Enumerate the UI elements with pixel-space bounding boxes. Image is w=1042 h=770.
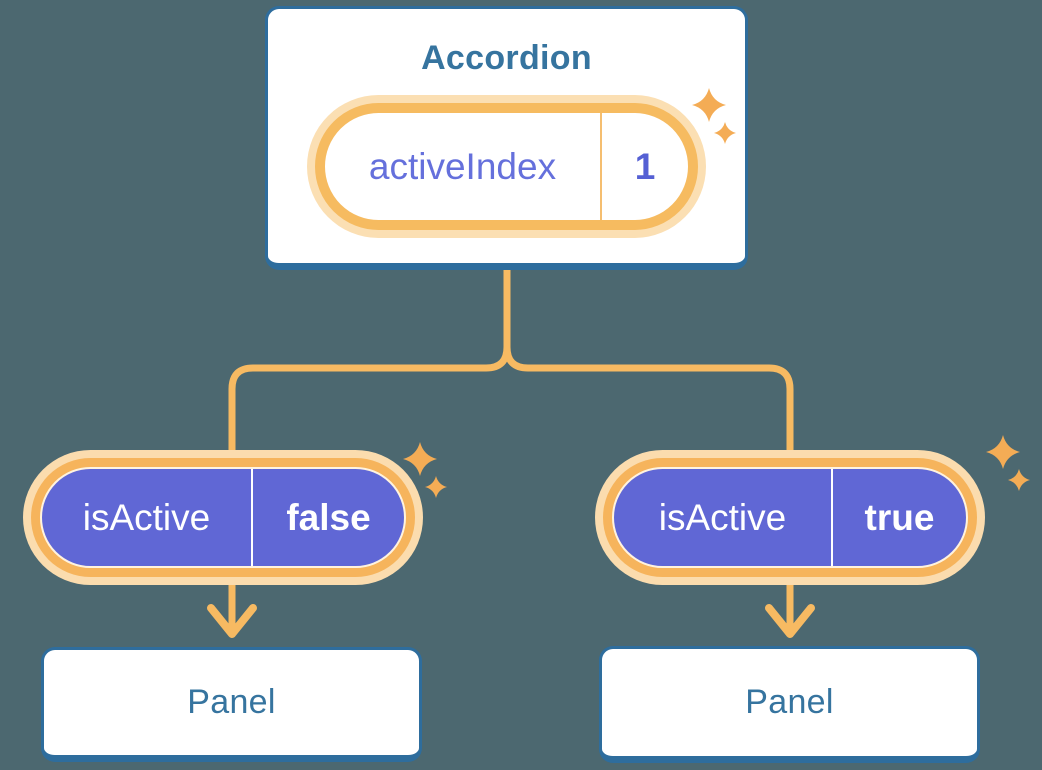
state-pill-label: activeIndex	[368, 145, 557, 187]
component-title: Accordion	[421, 39, 592, 77]
panel-title: Panel	[187, 683, 276, 721]
pill-divider	[831, 469, 833, 566]
sparkle-large	[692, 88, 726, 122]
sparkle-small	[1008, 469, 1030, 491]
connector-left-branch	[228, 270, 511, 631]
sparkle-large	[986, 435, 1020, 469]
prop-pill-label: isActive	[658, 496, 787, 538]
pill-divider	[251, 469, 253, 566]
prop-pill-is-active-left: isActive false	[40, 467, 406, 568]
prop-pill-is-active-right: isActive true	[612, 467, 968, 568]
arrow-down-icon	[765, 604, 815, 638]
sparkle-small	[714, 122, 736, 144]
prop-pill-label: isActive	[82, 496, 211, 538]
panel-title: Panel	[745, 683, 834, 721]
arrow-down-icon	[207, 604, 257, 638]
panel-component-card-left: Panel	[41, 647, 422, 762]
sparkle-small	[425, 476, 447, 498]
sparkles-icon	[403, 442, 447, 498]
sparkle-large	[403, 442, 437, 476]
prop-pill-value: false	[286, 496, 371, 538]
panel-component-card-right: Panel	[599, 646, 980, 763]
prop-pill-value: true	[864, 496, 935, 538]
state-pill-value: 1	[634, 145, 656, 187]
state-pill-active-index: activeIndex 1	[315, 103, 698, 230]
pill-divider	[600, 113, 602, 220]
sparkles-icon	[692, 88, 736, 144]
connector-right-branch	[503, 270, 794, 631]
sparkles-icon	[986, 435, 1030, 491]
